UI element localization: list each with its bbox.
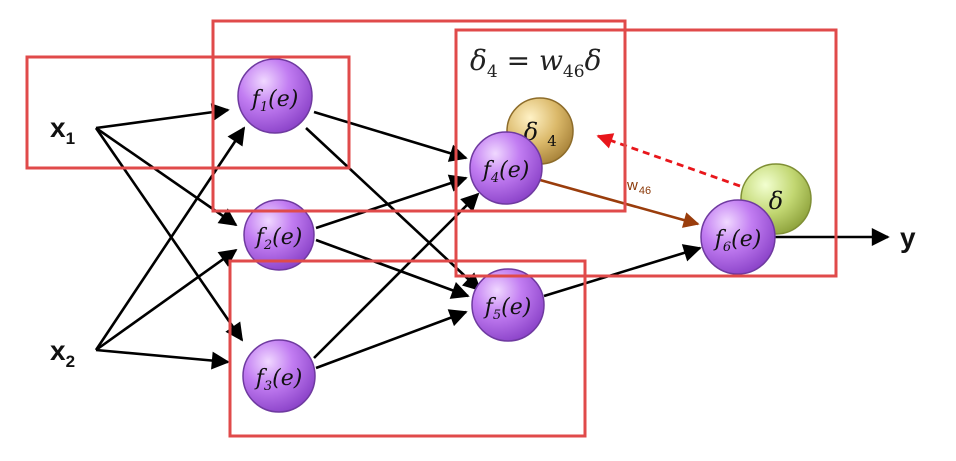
output-y-label: y xyxy=(900,222,916,253)
svg-text:f1(e): f1(e) xyxy=(250,87,299,115)
svg-text:f4(e): f4(e) xyxy=(481,158,530,186)
edge-n2-n4 xyxy=(315,174,468,230)
highlight-boxes xyxy=(25,19,838,438)
neuron-f6: f6(e) xyxy=(700,199,776,275)
box-output-region xyxy=(454,28,838,278)
edge-n2-n5 xyxy=(315,238,470,299)
neuron-f2: f2(e) xyxy=(243,199,315,271)
connections xyxy=(94,103,890,370)
box-top-layer xyxy=(211,19,627,213)
svg-text:f5(e): f5(e) xyxy=(483,295,532,323)
edge-x1-n3 xyxy=(94,127,244,342)
edge-n5-n6 xyxy=(543,244,702,298)
svg-text:f6(e): f6(e) xyxy=(713,227,762,255)
edge-n1-n5 xyxy=(305,127,482,292)
edge-x2-n1 xyxy=(94,126,246,351)
box-bottom-layer xyxy=(228,259,587,438)
edge-x2-n2 xyxy=(95,248,238,352)
backprop-arrow xyxy=(596,133,741,188)
svg-text:δ: δ xyxy=(769,187,783,215)
weight-label: w46 xyxy=(626,177,651,197)
neuron-f1: f1(e) xyxy=(237,58,313,134)
edge-x2-n3 xyxy=(95,348,230,370)
delta-formula: δ4 = w46δ xyxy=(470,44,601,82)
neuron-f5: f5(e) xyxy=(471,268,545,342)
edge-n1-n4 xyxy=(313,110,468,162)
svg-text:4: 4 xyxy=(547,132,557,150)
weight-arrow-n4-n6 xyxy=(539,178,700,228)
box-input-x1 xyxy=(25,55,351,170)
svg-text:f3(e): f3(e) xyxy=(254,366,303,394)
neuron-f3: f3(e) xyxy=(242,339,316,413)
input-x2-label: x2 xyxy=(50,335,75,371)
edge-n3-n4 xyxy=(313,192,480,359)
svg-text:f2(e): f2(e) xyxy=(254,225,303,253)
neuron-f4: f4(e) xyxy=(469,131,543,205)
edge-n3-n5 xyxy=(315,309,468,370)
edge-x1-n1 xyxy=(95,103,230,130)
input-x1-label: x1 xyxy=(50,112,75,148)
